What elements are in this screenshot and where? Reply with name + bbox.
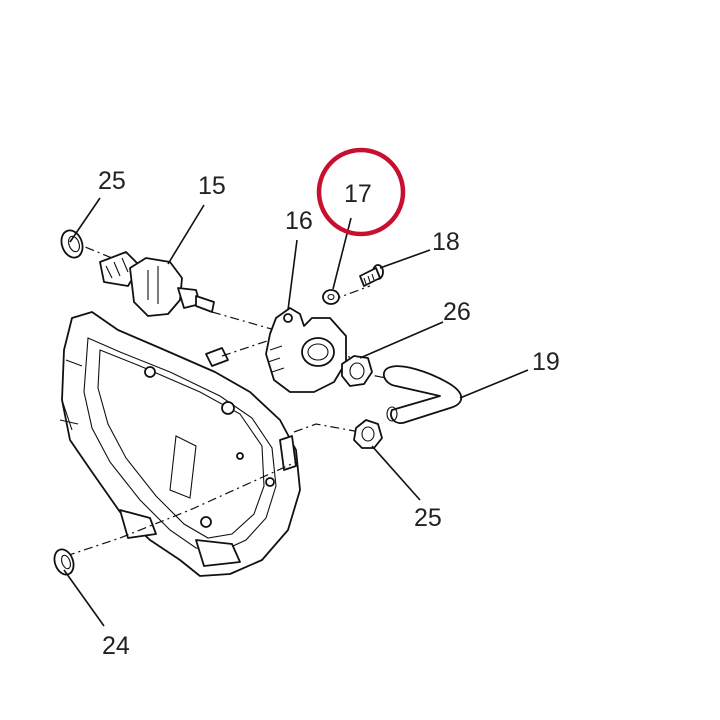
callout-25-top: 25 bbox=[98, 167, 126, 195]
callout-25-bottom: 25 bbox=[414, 504, 442, 532]
part-19-hose bbox=[382, 365, 463, 424]
part-15-shaft bbox=[99, 251, 215, 317]
callout-18: 18 bbox=[432, 228, 460, 256]
highlight-circle bbox=[316, 147, 406, 237]
callout-19: 19 bbox=[532, 348, 560, 376]
leader-25-top bbox=[69, 197, 101, 243]
callout-24: 24 bbox=[102, 632, 130, 660]
part-25-bottom-clamp bbox=[353, 419, 383, 449]
callout-labels: 25 15 16 17 18 26 19 25 24 bbox=[98, 167, 560, 660]
leader-25-bottom bbox=[371, 445, 421, 501]
leader-18 bbox=[379, 249, 431, 269]
leader-26 bbox=[359, 321, 444, 359]
leader-16 bbox=[287, 239, 298, 311]
leader-15 bbox=[167, 204, 205, 265]
callout-15: 15 bbox=[198, 172, 226, 200]
part-17-washer bbox=[322, 289, 340, 305]
leader-19 bbox=[459, 369, 529, 399]
callout-26: 26 bbox=[443, 298, 471, 326]
part-18-screw bbox=[359, 264, 384, 287]
part-16-bracket bbox=[265, 307, 347, 393]
housing-frame bbox=[59, 311, 301, 577]
leader-24 bbox=[63, 569, 105, 627]
part-26-clamp bbox=[341, 355, 373, 387]
callout-17: 17 bbox=[344, 180, 372, 208]
part-24-ring bbox=[53, 548, 75, 576]
part-25-top-ring bbox=[60, 229, 84, 259]
callout-16: 16 bbox=[285, 207, 313, 235]
